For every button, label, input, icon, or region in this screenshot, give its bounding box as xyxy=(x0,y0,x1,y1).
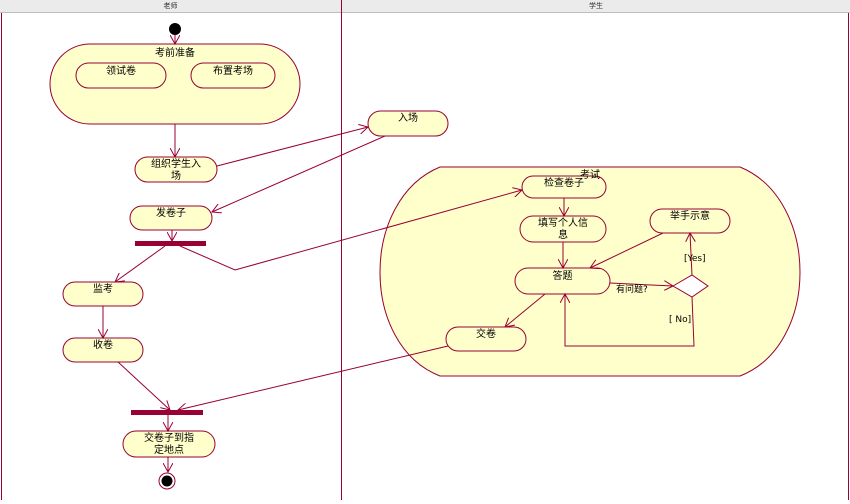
edge-decision-answer xyxy=(565,294,695,347)
edge-enter-handout xyxy=(212,135,386,212)
guard-no: [ No] xyxy=(669,315,692,325)
join-bar[interactable] xyxy=(131,410,203,415)
final-node[interactable] xyxy=(158,472,176,490)
raise-hand-shape[interactable] xyxy=(649,208,731,234)
hand-out-shape[interactable] xyxy=(129,205,213,231)
lane-header-teacher: 老师 xyxy=(0,0,341,13)
edge-decision-raise xyxy=(690,233,692,276)
edge-raise-answer xyxy=(590,232,664,268)
answer-shape[interactable] xyxy=(514,267,611,295)
decision-node[interactable] xyxy=(672,274,709,298)
edge-fork-check xyxy=(179,190,522,271)
transitions xyxy=(103,35,694,472)
guard-question: 有问题? xyxy=(616,285,648,295)
edge-submit-join xyxy=(178,345,449,410)
edge-collect-join xyxy=(117,361,170,410)
invigilate-shape[interactable] xyxy=(62,281,144,307)
edge-fork-invigilate xyxy=(115,245,166,282)
fork-bar[interactable] xyxy=(135,241,206,246)
exam-group-label: 考试 xyxy=(580,170,600,181)
initial-node[interactable] xyxy=(169,23,181,35)
guard-yes: [Yes] xyxy=(684,254,706,264)
prep-group-label: 考前准备 xyxy=(155,48,195,59)
edge-answer-submit xyxy=(505,293,546,327)
arrange-room-shape[interactable] xyxy=(190,62,276,89)
edge-answer-decision xyxy=(609,283,673,286)
lane-header-student: 学生 xyxy=(342,0,850,13)
deliver-shape[interactable] xyxy=(122,430,216,458)
submit-shape[interactable] xyxy=(445,326,527,352)
get-papers-shape[interactable] xyxy=(75,62,167,89)
edge-organize-enter xyxy=(216,127,368,167)
fill-info-shape[interactable] xyxy=(519,215,607,243)
collect-shape[interactable] xyxy=(62,337,144,363)
activity-shapes xyxy=(62,62,731,458)
enter-shape[interactable] xyxy=(367,110,449,137)
organize-entry-shape[interactable] xyxy=(134,156,218,183)
